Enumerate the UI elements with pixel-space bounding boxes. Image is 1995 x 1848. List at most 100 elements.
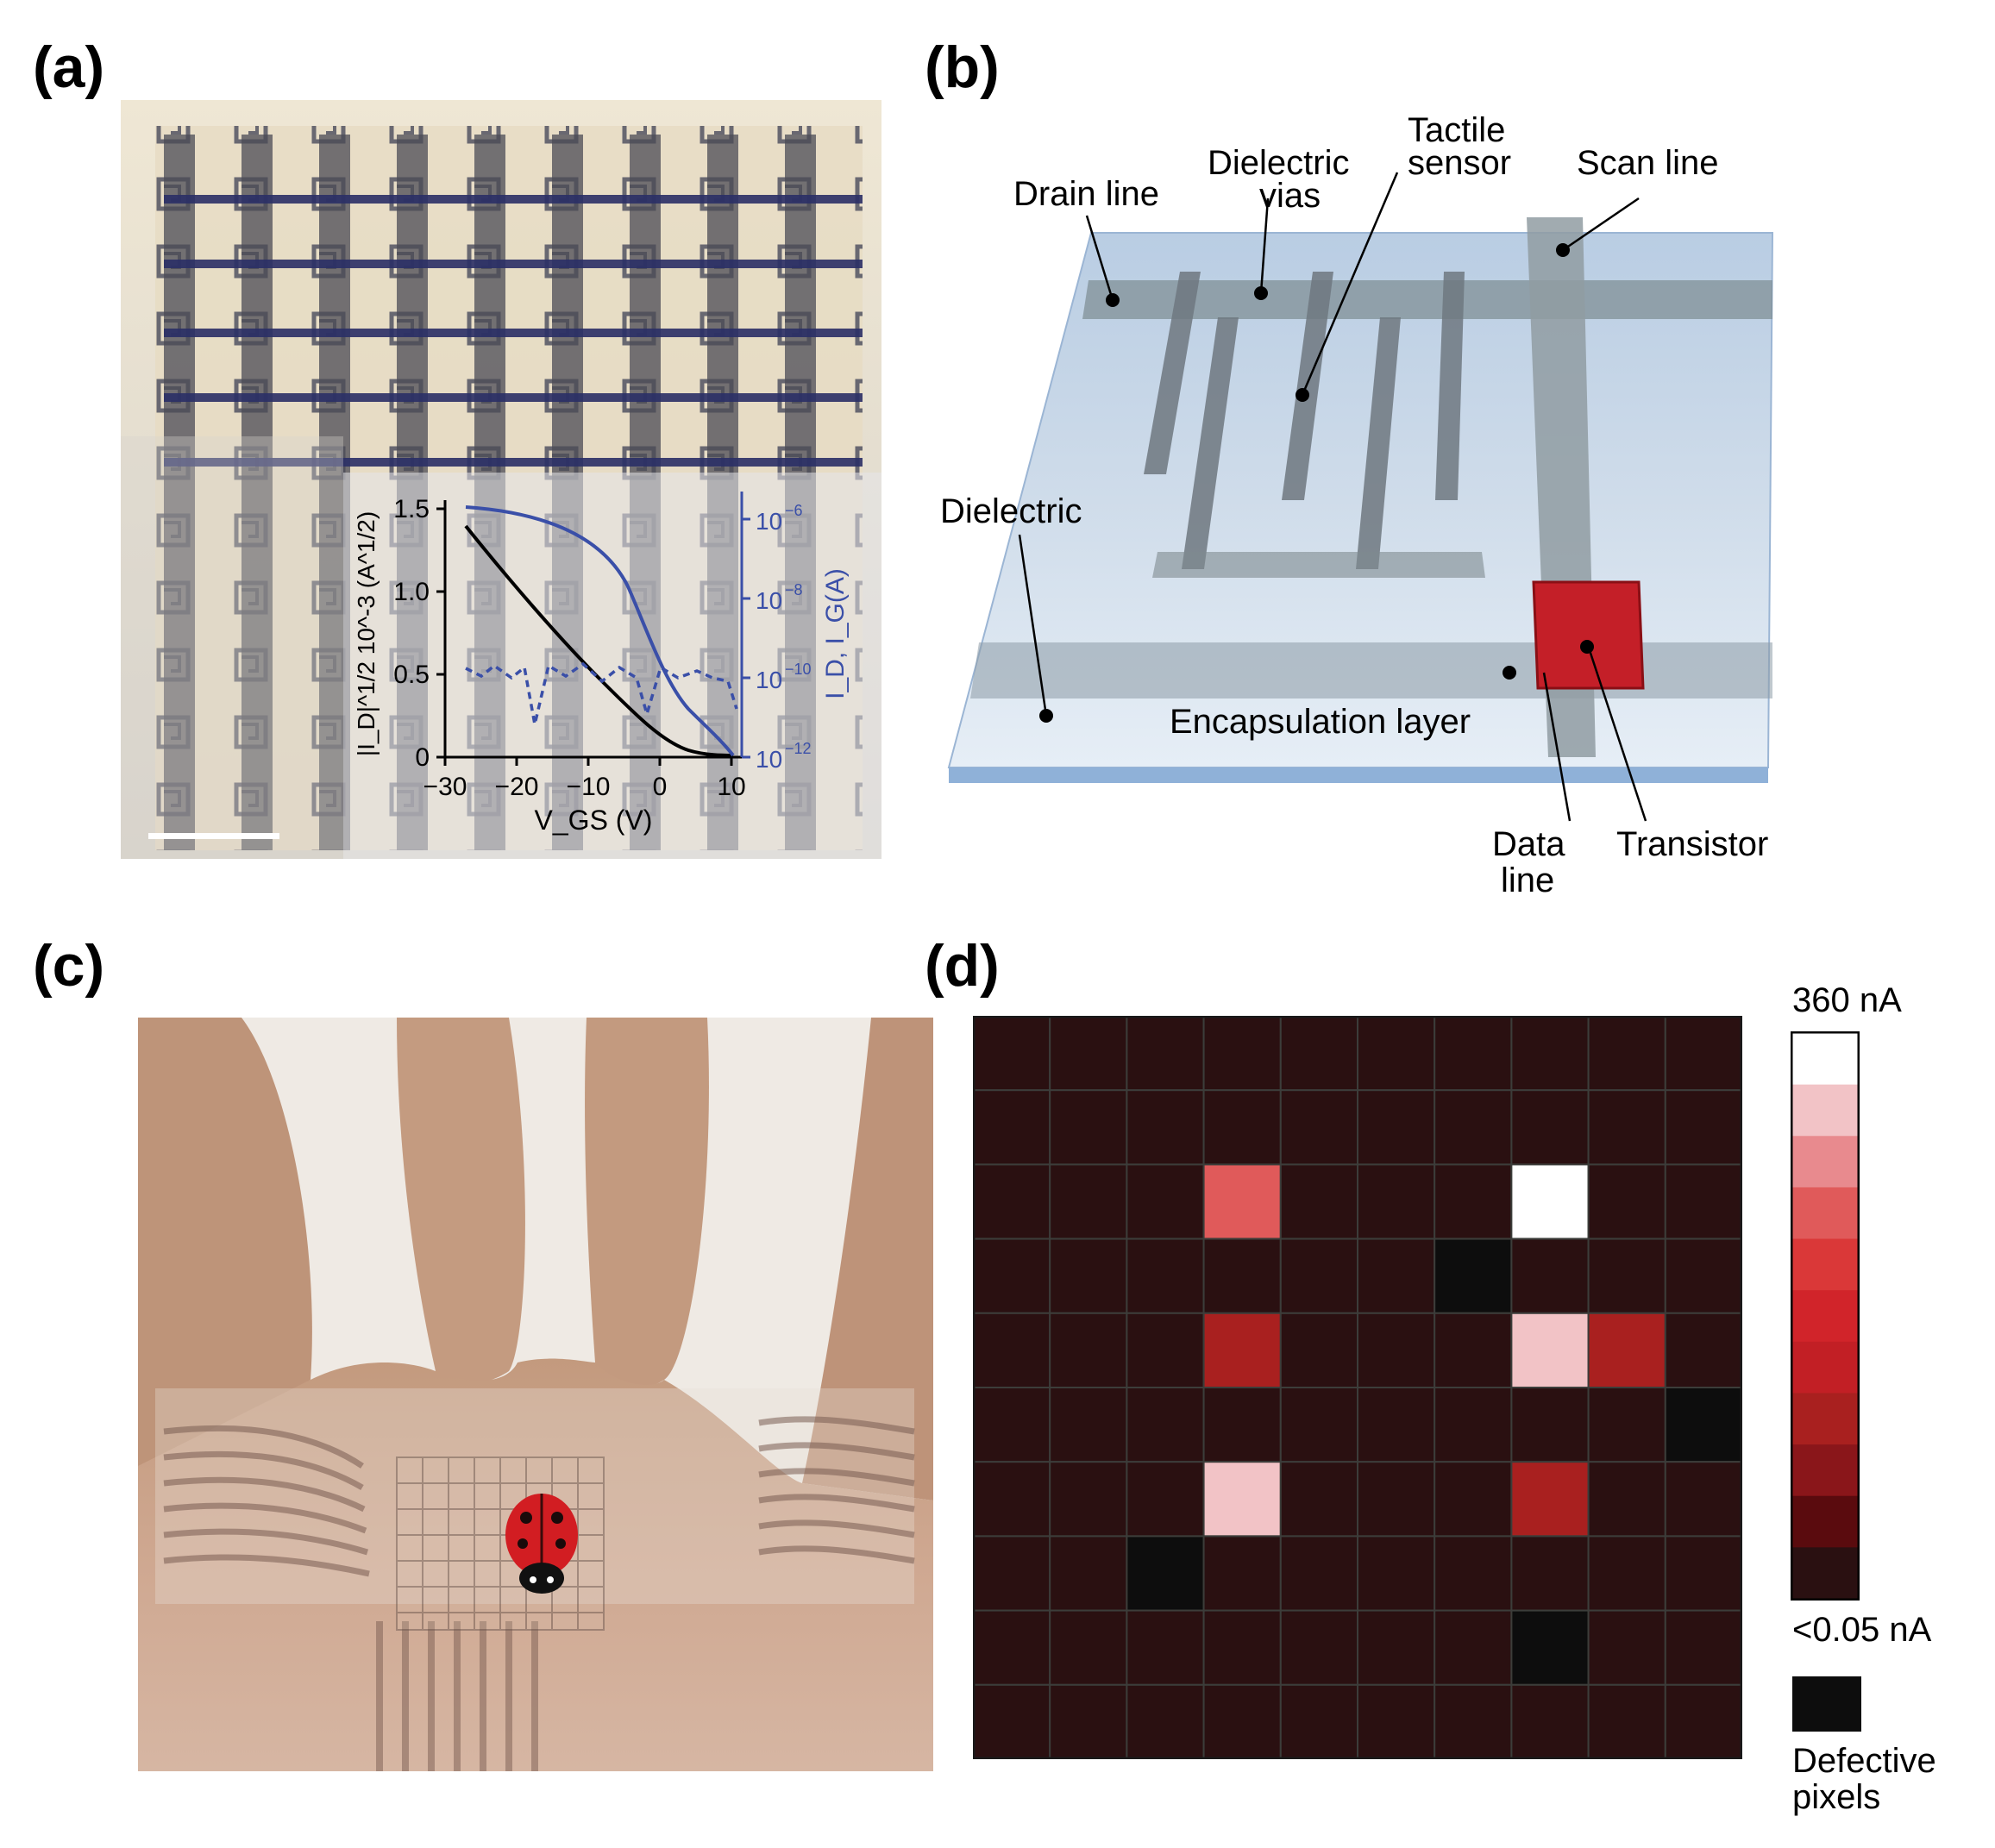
heatmap-cell: [1664, 1609, 1742, 1686]
colorbar: [1791, 1031, 1860, 1601]
y-right-tick: 10: [756, 667, 782, 693]
heatmap-cell: [1434, 1016, 1513, 1092]
heatmap-cell: [1202, 1312, 1282, 1388]
heatmap-cell: [1434, 1089, 1513, 1166]
heatmap-cell: [1357, 1237, 1436, 1314]
heatmap-cell: [1434, 1312, 1513, 1388]
heatmap-cell: [1202, 1683, 1282, 1759]
heatmap-cell: [973, 1535, 1051, 1612]
heatmap-cell: [1357, 1609, 1436, 1686]
callout-tactile-sensor: Tactile: [1408, 112, 1505, 149]
heatmap-cell: [1587, 1237, 1666, 1314]
heatmap-cell: [973, 1312, 1051, 1388]
heatmap-cell: [1202, 1089, 1282, 1166]
colorbar-min-label: <0.05 nA: [1792, 1611, 1932, 1649]
x-tick: 0: [653, 773, 668, 801]
panel-c-photo: [138, 1018, 933, 1771]
sqrt-id-curve: [464, 524, 734, 757]
heatmap-cell-defective: [1126, 1535, 1205, 1612]
heatmap-cell: [1049, 1387, 1128, 1463]
heatmap-cell: [1049, 1237, 1128, 1314]
callout-drain-line: Drain line: [1013, 175, 1159, 213]
heatmap-cell: [1357, 1387, 1436, 1463]
heatmap-cell: [1587, 1089, 1666, 1166]
panel-d-heatmap: [973, 1016, 1742, 1759]
colorbar-segment: [1792, 1341, 1858, 1394]
heatmap-cell: [1357, 1535, 1436, 1612]
callout-dielectric: Dielectric: [940, 492, 1082, 530]
heatmap-cell: [973, 1387, 1051, 1463]
callout-scan-line: Scan line: [1577, 144, 1719, 182]
colorbar-segment: [1792, 1238, 1858, 1291]
heatmap-cell: [1279, 1089, 1358, 1166]
defective-swatch: [1792, 1676, 1861, 1732]
heatmap-cell: [1434, 1535, 1513, 1612]
heatmap-cell: [1202, 1387, 1282, 1463]
colorbar-segment: [1792, 1136, 1858, 1188]
heatmap-cell: [1279, 1387, 1358, 1463]
heatmap-cell: [1049, 1312, 1128, 1388]
y-right-tick: 10: [756, 746, 782, 773]
callout-dielectric-vias: Dielectric: [1208, 144, 1349, 182]
heatmap-cell: [973, 1016, 1051, 1092]
colorbar-segment: [1792, 1547, 1858, 1600]
heatmap-cell: [973, 1609, 1051, 1686]
y-right-tick: 10: [756, 587, 782, 614]
heatmap-cell: [1357, 1163, 1436, 1240]
heatmap-cell: [1126, 1312, 1205, 1388]
heatmap-cell: [973, 1461, 1051, 1538]
y-right-tick-exp: −10: [785, 661, 812, 678]
heatmap-cell: [1202, 1609, 1282, 1686]
callout-tactile-sensor: sensor: [1408, 144, 1511, 182]
heatmap-cell: [1510, 1683, 1590, 1759]
callout-data-line: line: [1501, 861, 1554, 899]
heatmap-cell: [1126, 1683, 1205, 1759]
y-right-tick-exp: −12: [785, 740, 812, 757]
heatmap-cell: [1357, 1312, 1436, 1388]
heatmap-cell: [1664, 1683, 1742, 1759]
defective-label: Defective: [1792, 1742, 1936, 1780]
heatmap-cell: [1434, 1609, 1513, 1686]
heatmap-cell: [1510, 1237, 1590, 1314]
heatmap-cell: [1587, 1312, 1666, 1388]
y-left-tick: 0.5: [393, 661, 430, 689]
heatmap-cell: [1126, 1237, 1205, 1314]
heatmap-cell-defective: [1434, 1237, 1513, 1314]
heatmap-cell: [1202, 1016, 1282, 1092]
heatmap-cell: [1587, 1163, 1666, 1240]
callout-dielectric-vias: vias: [1259, 177, 1321, 215]
heatmap-cell: [1510, 1163, 1590, 1240]
y-left-tick: 0: [415, 743, 430, 772]
colorbar-segment: [1792, 1033, 1858, 1086]
panel-c-label: (c): [33, 933, 105, 999]
x-tick: 10: [717, 773, 745, 801]
heatmap-cell: [1664, 1237, 1742, 1314]
panel-b-diagram: Drain line Dielectric vias Tactile senso…: [940, 112, 1774, 899]
callout-encapsulation-layer: Encapsulation layer: [1170, 703, 1471, 741]
heatmap-cell: [1664, 1461, 1742, 1538]
heatmap-cell: [1279, 1461, 1358, 1538]
callout-transistor: Transistor: [1616, 825, 1768, 863]
heatmap-cell: [1587, 1387, 1666, 1463]
id-curve: [465, 505, 735, 757]
heatmap-cell: [973, 1089, 1051, 1166]
heatmap-cell: [1587, 1016, 1666, 1092]
colorbar-segment: [1792, 1187, 1858, 1240]
y-left-tick: 1.5: [393, 495, 430, 523]
heatmap-cell: [1279, 1609, 1358, 1686]
heatmap-cell: [1510, 1387, 1590, 1463]
heatmap-cell: [1510, 1089, 1590, 1166]
colorbar-segment: [1792, 1084, 1858, 1137]
heatmap-cell: [1434, 1683, 1513, 1759]
heatmap-cell: [1357, 1683, 1436, 1759]
heatmap-cell: [973, 1163, 1051, 1240]
heatmap-cell: [1664, 1016, 1742, 1092]
heatmap-cell: [1202, 1535, 1282, 1612]
heatmap-cell: [1664, 1312, 1742, 1388]
heatmap-cell: [1664, 1089, 1742, 1166]
heatmap-cell: [1587, 1683, 1666, 1759]
heatmap-cell: [1587, 1535, 1666, 1612]
heatmap-cell: [1126, 1387, 1205, 1463]
y-left-axis-label: |I_D|^1/2 10^-3 (A^1/2): [353, 511, 380, 756]
colorbar-segment: [1792, 1444, 1858, 1497]
